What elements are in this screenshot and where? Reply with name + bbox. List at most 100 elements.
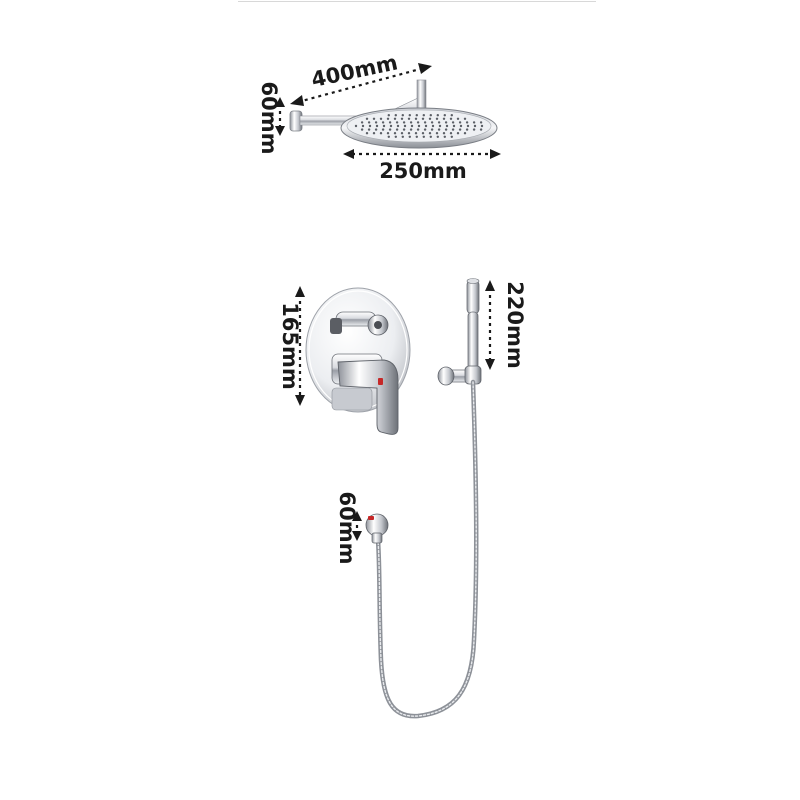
nozzle-dot: [372, 132, 376, 135]
nozzle-dot: [401, 114, 404, 117]
nozzle-dot: [449, 132, 453, 135]
nozzle-dot: [393, 132, 397, 135]
dimension-valve-height: 165mm: [278, 286, 305, 406]
nozzle-dot: [463, 132, 467, 135]
nozzle-dot: [382, 124, 386, 128]
nozzle-dot: [409, 121, 413, 124]
nozzle-dot: [422, 135, 425, 138]
nozzle-dot: [395, 128, 399, 131]
arrow-head: [352, 531, 362, 541]
nozzle-dot: [422, 114, 425, 117]
nozzle-dot: [360, 121, 364, 124]
nozzle-dot: [388, 128, 392, 131]
dimension-hand-shower-length: 220mm: [485, 280, 527, 370]
nozzle-dot: [442, 117, 446, 121]
nozzle-dot: [456, 117, 460, 121]
diverter-base: [330, 318, 342, 334]
nozzle-dot: [360, 128, 364, 131]
arrow-head: [275, 97, 285, 107]
nozzle-dot: [429, 114, 432, 117]
wall-outlet-indicator: [368, 516, 374, 520]
nozzle-dot: [423, 121, 427, 124]
nozzle-dot: [354, 124, 358, 128]
nozzle-dot: [451, 128, 455, 131]
nozzle-dot: [381, 121, 385, 124]
nozzle-dot: [479, 121, 483, 124]
shower-hose-highlight: [377, 381, 477, 717]
nozzle-dot: [379, 132, 383, 135]
nozzle-dot: [465, 128, 469, 131]
nozzle-dot: [480, 124, 484, 128]
nozzle-dot: [436, 135, 439, 138]
nozzle-dot: [472, 128, 476, 131]
nozzle-dot: [400, 132, 404, 135]
nozzle-dot: [442, 132, 446, 135]
nozzle-dot: [367, 128, 371, 131]
nozzle-dot: [389, 124, 393, 128]
nozzle-dot: [407, 117, 411, 121]
dimension-arm-length: 400mm: [290, 50, 432, 106]
nozzle-dot: [386, 132, 390, 135]
nozzle-dot: [409, 128, 413, 131]
hand-shower-head: [466, 279, 480, 315]
arrow-head: [343, 149, 354, 159]
nozzle-dot: [365, 117, 369, 121]
nozzle-dot: [372, 117, 376, 121]
hand-shower-top: [466, 278, 480, 284]
mixer-handle-shadow: [331, 387, 373, 411]
nozzle-dot: [400, 117, 404, 121]
nozzle-dot: [393, 117, 397, 121]
nozzle-dot: [416, 121, 420, 124]
nozzle-dot: [458, 128, 462, 131]
nozzle-dot: [417, 124, 421, 128]
nozzle-dot: [365, 132, 369, 135]
arrow-head: [295, 395, 305, 406]
nozzle-dot: [435, 132, 439, 135]
shower-head-nozzles: [354, 114, 484, 138]
arrow-head: [485, 280, 495, 291]
nozzle-dot: [430, 128, 434, 131]
nozzle-dot: [429, 135, 432, 138]
nozzle-dot: [435, 117, 439, 121]
nozzle-dot: [450, 114, 453, 117]
shower-arm-drop: [416, 79, 427, 113]
arrow-head: [275, 126, 285, 136]
nozzle-dot: [423, 128, 427, 131]
shower-head-assembly: [289, 79, 498, 149]
nozzle-dot: [445, 124, 449, 128]
arrow-head: [352, 511, 362, 521]
dimension-outlet-depth: 60mm: [335, 492, 362, 565]
dimension-line: [297, 66, 425, 104]
nozzle-dot: [407, 132, 411, 135]
nozzle-dot: [473, 124, 477, 128]
nozzle-dot: [452, 124, 456, 128]
nozzle-dot: [374, 121, 378, 124]
nozzle-dot: [415, 114, 418, 117]
nozzle-dot: [428, 117, 432, 121]
nozzle-dot: [465, 121, 469, 124]
dimension-label: 60mm: [335, 492, 359, 565]
nozzle-dot: [421, 132, 425, 135]
nozzle-dot: [410, 124, 414, 128]
nozzle-dot: [401, 135, 404, 138]
nozzle-dot: [449, 117, 453, 121]
dimension-head-diameter: 250mm: [343, 149, 501, 183]
nozzle-dot: [437, 121, 441, 124]
nozzle-dot: [388, 121, 392, 124]
nozzle-dot: [395, 121, 399, 124]
nozzle-dot: [438, 124, 442, 128]
nozzle-dot: [368, 124, 372, 128]
nozzle-dot: [394, 135, 397, 138]
nozzle-dot: [367, 121, 371, 124]
nozzle-dot: [444, 121, 448, 124]
dimension-label: 60mm: [257, 82, 281, 155]
nozzle-dot: [381, 128, 385, 131]
nozzle-dot: [450, 135, 453, 138]
nozzle-dot: [416, 128, 420, 131]
dimension-arm-drop: 60mm: [257, 82, 285, 155]
nozzle-dot: [402, 121, 406, 124]
arrow-head: [485, 359, 495, 370]
nozzle-dot: [408, 135, 411, 138]
arrow-head: [418, 63, 432, 74]
